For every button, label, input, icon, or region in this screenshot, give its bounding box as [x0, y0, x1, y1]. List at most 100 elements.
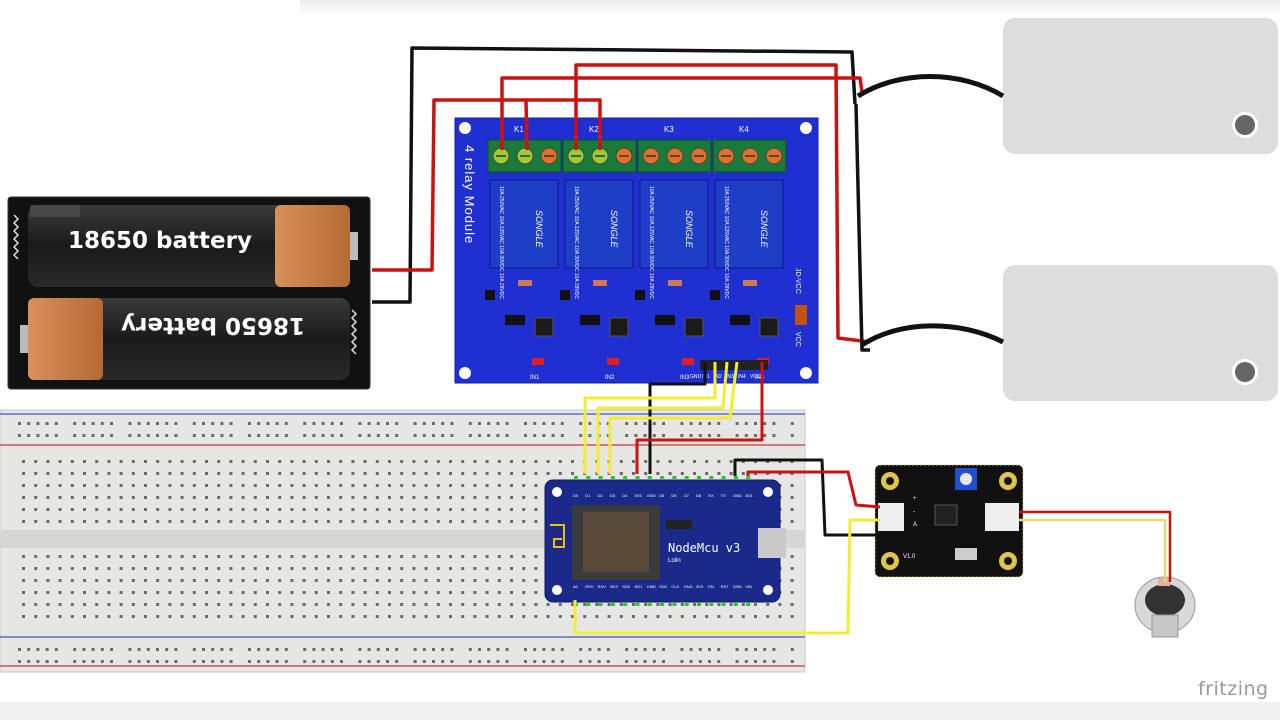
- breadboard-hole: [302, 520, 306, 523]
- breadboard-hole: [790, 579, 794, 582]
- mcu-pin: [586, 602, 591, 606]
- breadboard-hole: [400, 460, 404, 463]
- breadboard-hole: [625, 434, 629, 437]
- mcu-pin: [733, 602, 738, 606]
- breadboard-hole: [741, 472, 745, 475]
- breadboard-hole: [412, 591, 416, 594]
- breadboard-hole: [314, 496, 318, 499]
- breadboard-hole: [34, 520, 38, 523]
- breadboard-hole: [107, 472, 111, 475]
- breadboard-hole: [330, 648, 334, 651]
- breadboard-hole: [202, 434, 205, 437]
- breadboard-hole: [165, 648, 169, 651]
- breadboard-hole: [144, 496, 147, 499]
- breadboard-hole: [284, 422, 288, 425]
- breadboard-hole: [363, 520, 367, 523]
- breadboard-hole: [754, 615, 757, 618]
- breadboard-hole: [22, 567, 25, 570]
- breadboard-hole: [119, 615, 123, 618]
- breadboard-hole: [22, 508, 25, 511]
- spring-icon: [350, 309, 358, 355]
- breadboard-hole: [363, 472, 367, 475]
- breadboard-hole: [312, 434, 316, 437]
- breadboard-hole: [36, 648, 40, 651]
- breadboard-hole: [668, 603, 672, 606]
- breadboard-hole: [278, 460, 282, 463]
- breadboard-hole: [137, 660, 141, 663]
- breadboard-hole: [205, 579, 208, 582]
- breadboard-hole: [131, 472, 135, 475]
- breadboard-hole: [58, 579, 62, 582]
- breadboard-hole: [422, 422, 426, 425]
- mcu-pin-label: VIN: [745, 584, 752, 589]
- breadboard-hole: [735, 660, 739, 663]
- breadboard-hole: [400, 555, 404, 558]
- breadboard-hole: [180, 567, 184, 570]
- breadboard-hole: [375, 555, 379, 558]
- relay-header-pin-label: GND: [690, 374, 702, 380]
- mcu-pin-label: SD1: [635, 584, 644, 589]
- breadboard-hole: [497, 508, 501, 511]
- breadboard-hole: [119, 603, 123, 606]
- sensor-connector-out: [985, 503, 1019, 531]
- breadboard-hole: [217, 555, 221, 558]
- mcu-pin: [660, 476, 665, 480]
- breadboard-hole: [412, 615, 416, 618]
- breadboard-hole: [91, 660, 95, 663]
- breadboard-hole: [461, 603, 465, 606]
- breadboard-hole: [422, 660, 426, 663]
- relay-brand-label: SONGLE: [684, 210, 694, 249]
- breadboard-hole: [253, 508, 257, 511]
- breadboard-hole: [497, 496, 501, 499]
- breadboard-hole: [146, 660, 150, 663]
- optocoupler: [684, 317, 704, 337]
- breadboard-hole: [165, 660, 169, 663]
- breadboard-hole: [510, 484, 513, 487]
- breadboard-hole: [18, 422, 21, 425]
- relay-body: [564, 179, 634, 269]
- relay-header-pin-label: IN3: [726, 374, 734, 380]
- breadboard-hole: [388, 615, 391, 618]
- usb-port: [758, 528, 786, 558]
- breadboard-hole: [717, 660, 721, 663]
- sensor-pin-plus: +: [913, 496, 917, 502]
- breadboard-hole: [18, 660, 21, 663]
- breadboard-hole: [644, 603, 648, 606]
- breadboard-hole: [241, 496, 245, 499]
- breadboard-hole: [778, 603, 782, 606]
- breadboard-hole: [168, 472, 172, 475]
- breadboard-hole: [217, 508, 221, 511]
- breadboard-hole: [412, 579, 416, 582]
- breadboard-hole: [248, 434, 251, 437]
- breadboard-hole: [412, 508, 416, 511]
- breadboard-hole: [351, 567, 355, 570]
- breadboard-hole: [34, 460, 38, 463]
- breadboard-hole: [174, 660, 178, 663]
- breadboard-hole: [497, 484, 501, 487]
- breadboard-hole: [156, 508, 160, 511]
- breadboard-hole: [790, 520, 794, 523]
- breadboard-hole: [46, 496, 50, 499]
- breadboard-hole: [180, 591, 184, 594]
- breadboard-hole: [533, 648, 537, 651]
- breadboard-hole: [229, 496, 233, 499]
- mcu-pin-label: 3V3: [745, 493, 753, 498]
- wire-yellow: [596, 361, 729, 474]
- breadboard-hole: [436, 472, 440, 475]
- breadboard-hole: [741, 603, 745, 606]
- indicator-led: [682, 358, 694, 365]
- breadboard-hole: [156, 567, 160, 570]
- breadboard-hole: [192, 591, 196, 594]
- breadboard-hole: [95, 615, 99, 618]
- breadboard-hole: [314, 484, 318, 487]
- breadboard-hole: [128, 648, 132, 651]
- breadboard-hole: [754, 660, 757, 663]
- wire-red: [372, 98, 529, 272]
- breadboard-hole: [367, 660, 371, 663]
- breadboard-hole: [412, 520, 416, 523]
- breadboard-hole: [205, 603, 208, 606]
- breadboard-hole: [729, 460, 733, 463]
- breadboard-hole: [579, 434, 583, 437]
- breadboard-hole: [473, 603, 477, 606]
- breadboard-hole: [400, 603, 404, 606]
